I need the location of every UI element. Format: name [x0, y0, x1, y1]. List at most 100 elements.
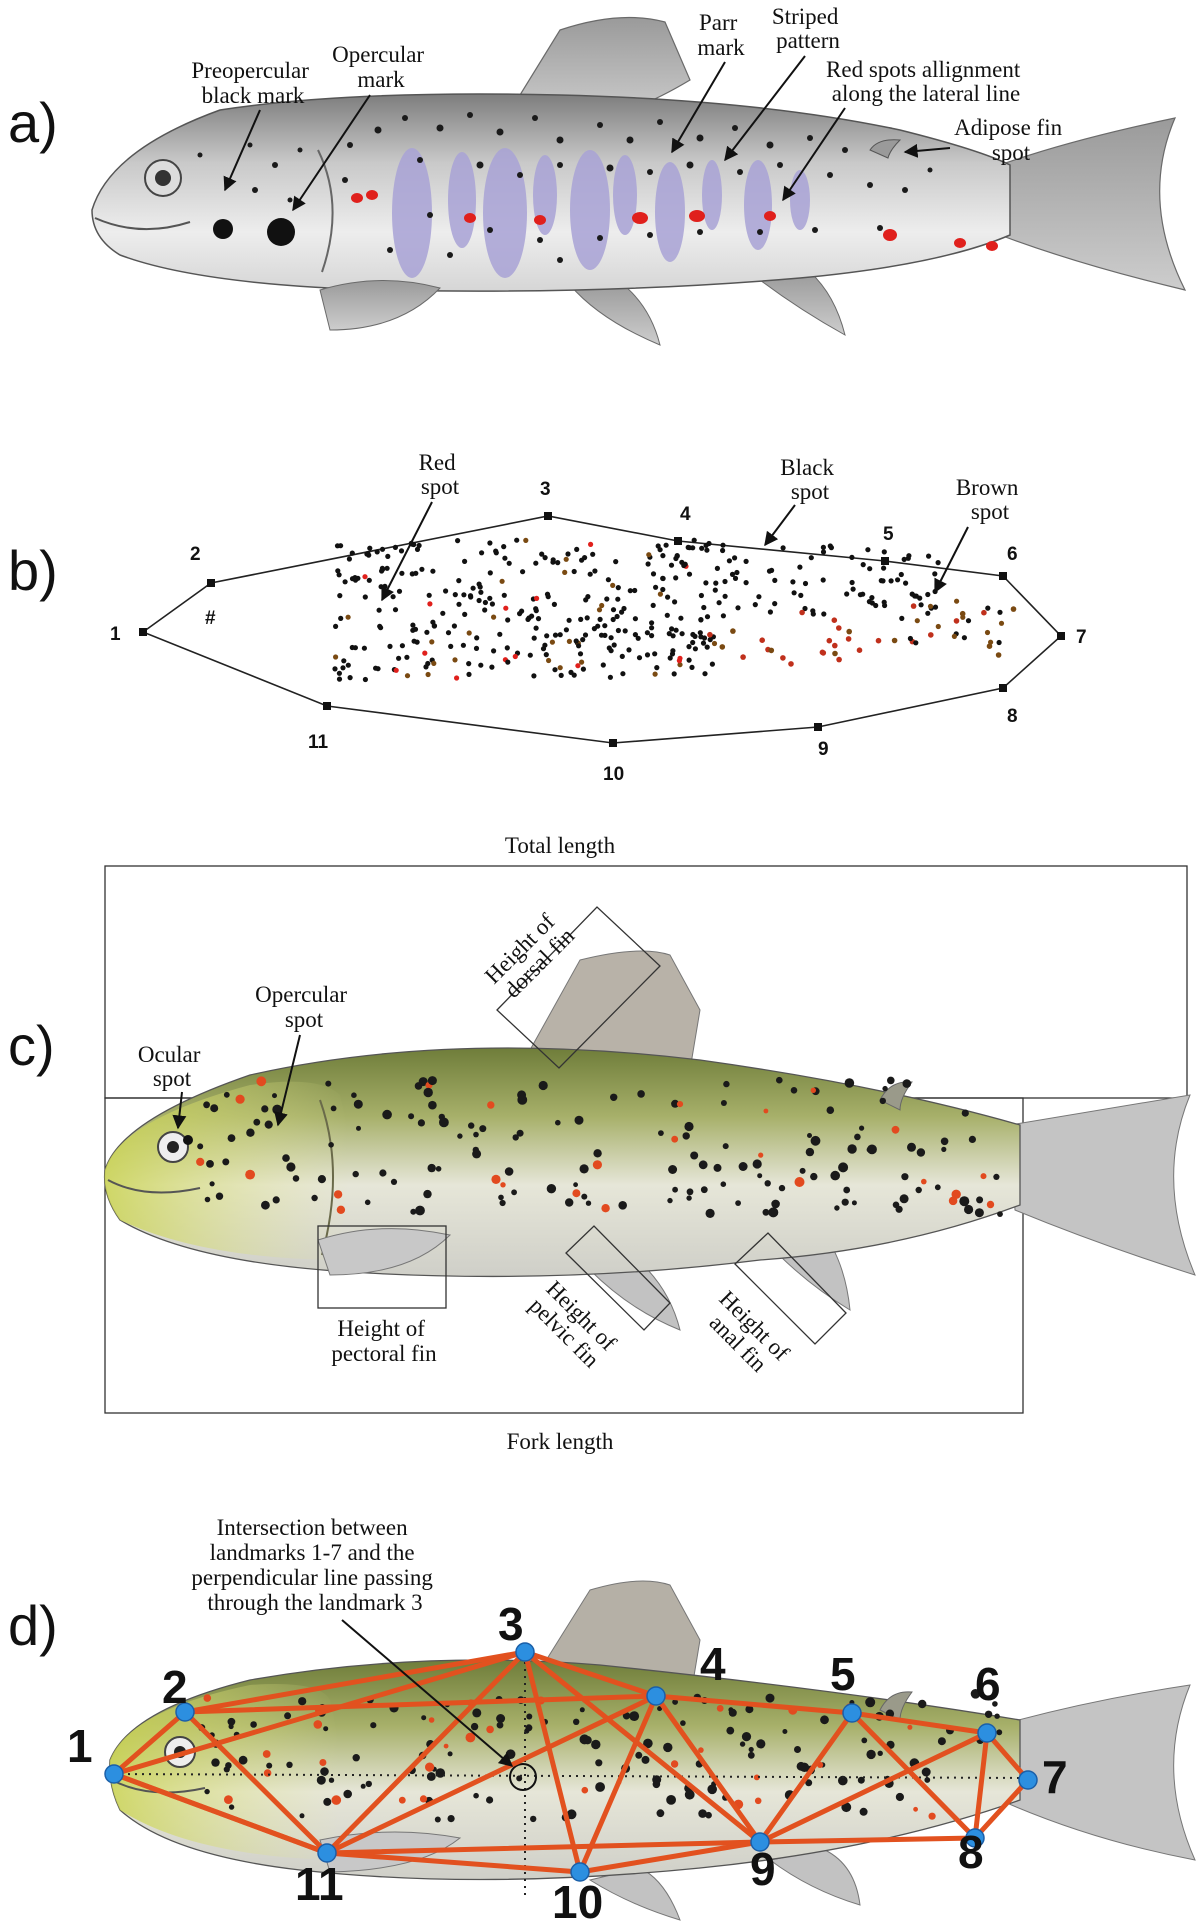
spot [543, 652, 549, 658]
truss-edge-9-10 [577, 1839, 763, 1875]
spot [345, 662, 351, 668]
spot [711, 640, 718, 647]
landmark-d-10: 10 [552, 1876, 603, 1928]
arrow-intersection [341, 1619, 514, 1767]
spot [720, 613, 727, 619]
spot [539, 551, 545, 557]
spot [526, 1713, 533, 1720]
spot [700, 1186, 708, 1194]
fish-a-mouth [94, 217, 191, 231]
spot [928, 632, 934, 638]
spot [657, 547, 663, 553]
arrow-opercular [292, 94, 371, 212]
spot [632, 632, 639, 638]
spot [613, 559, 619, 565]
truss-edge-6-9 [757, 1730, 990, 1845]
spot [928, 1812, 936, 1820]
landmark-outline [141, 515, 1063, 744]
spot [976, 1196, 984, 1204]
spot [994, 1713, 1000, 1719]
spot [533, 606, 539, 612]
pelvic-fin-height-box [565, 1225, 671, 1331]
spot [913, 640, 919, 646]
spot [682, 1132, 690, 1140]
fish-a-adipose-fin [869, 139, 902, 159]
spot [610, 607, 617, 613]
spot [409, 571, 415, 577]
spot [739, 1741, 746, 1747]
spot [582, 632, 589, 638]
spot [668, 562, 675, 568]
spot [557, 632, 563, 638]
spot [754, 1797, 762, 1805]
spot [478, 589, 484, 595]
spot [826, 637, 833, 644]
spot [673, 555, 679, 562]
spot [587, 571, 593, 577]
spot [246, 1128, 255, 1137]
spot [345, 614, 351, 620]
spot [735, 1200, 741, 1206]
spot [365, 550, 371, 557]
spot [505, 1749, 516, 1759]
spot [891, 1125, 900, 1134]
spot [412, 626, 419, 632]
landmark-b-5: 5 [883, 524, 894, 545]
spot [743, 580, 749, 586]
label-anal-fin-height: Height of anal fin [697, 1286, 798, 1387]
truss-edge-4-5 [653, 1693, 855, 1716]
spot [227, 1134, 236, 1142]
spot [704, 644, 710, 650]
spot [595, 1759, 603, 1767]
spot [701, 604, 707, 611]
spot [419, 1795, 428, 1803]
spot [431, 660, 437, 667]
spot [663, 1742, 673, 1753]
spot [261, 1105, 269, 1113]
spot [367, 545, 373, 551]
spot [970, 1689, 981, 1699]
spot [462, 558, 468, 565]
spot [373, 665, 379, 671]
spot [859, 1125, 865, 1131]
spot [841, 1802, 852, 1813]
spot [828, 545, 835, 551]
spot [555, 1119, 561, 1126]
spot [347, 675, 353, 681]
truss-edge-1-2 [111, 1709, 188, 1777]
spot [788, 661, 794, 667]
spot [614, 613, 620, 620]
spot [849, 554, 855, 561]
spot [615, 596, 621, 602]
spot [880, 578, 886, 584]
spot [512, 1134, 519, 1141]
spot [352, 575, 358, 581]
spot [716, 600, 722, 606]
spot [577, 651, 584, 657]
spot [415, 1205, 425, 1216]
landmark-b-3: 3 [540, 479, 551, 500]
spot [859, 1807, 868, 1816]
spot [516, 1775, 523, 1782]
spot [466, 661, 472, 667]
landmark-b-marker-8 [999, 684, 1007, 692]
spot [497, 631, 503, 637]
preopercular-black-mark [213, 219, 233, 239]
spot [520, 569, 526, 575]
spot [735, 605, 741, 611]
spot [349, 644, 355, 651]
spot [491, 648, 497, 654]
spot [323, 1797, 332, 1806]
fish-a-caudal-fin [999, 117, 1187, 291]
spot [410, 622, 416, 628]
spot [627, 588, 633, 594]
spot [337, 593, 343, 599]
truss-edge-1-11 [111, 1771, 330, 1856]
spot [644, 630, 651, 636]
spot [819, 649, 826, 656]
spot [961, 1109, 969, 1117]
truss-edge-6-7 [984, 1730, 1031, 1783]
spot [585, 594, 591, 600]
spot [228, 1804, 235, 1810]
spot [909, 591, 915, 597]
